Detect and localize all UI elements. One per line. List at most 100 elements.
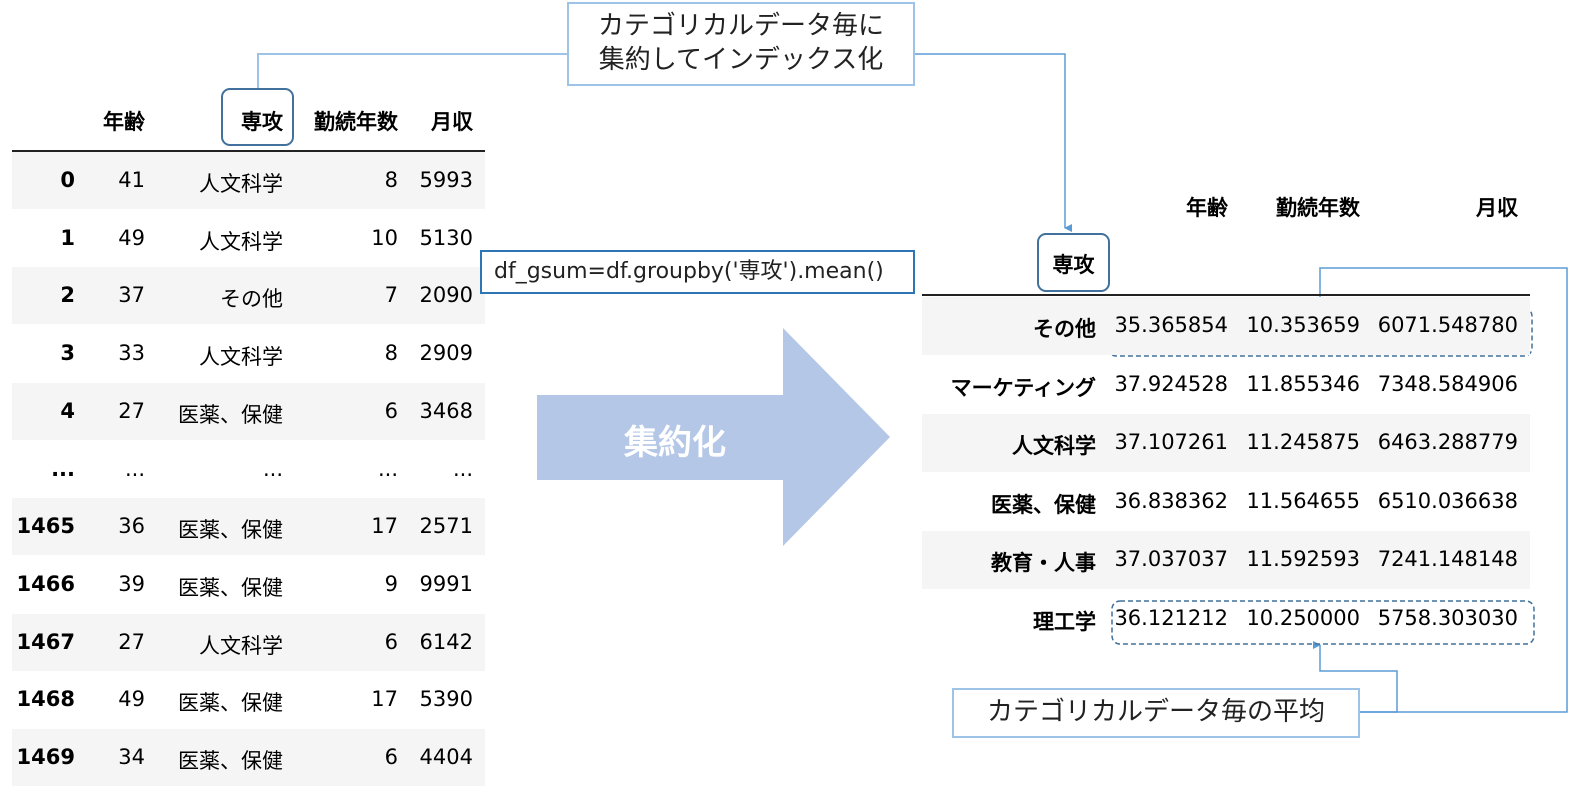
mean-note-callout: カテゴリカルデータ毎の平均 [952,688,1360,738]
mean-value: 37.924528 [1114,371,1228,396]
connector-line [257,53,567,88]
table-cell: その他 [220,287,283,312]
group-label: 教育・人事 [991,551,1096,576]
table-cell: 医薬、保健 [178,518,283,543]
mean-value: 11.592593 [1246,547,1360,572]
column-header: 年齢 [103,110,145,134]
table-cell: 5993 [419,168,473,192]
index-note-line: カテゴリカルデータ毎に [597,11,884,42]
table-cell: 7 [384,283,398,308]
code-callout: df_gsum=df.groupby('専攻').mean() [480,250,915,294]
mean-value: 5758.303030 [1377,606,1518,630]
column-header: 月収 [1476,196,1518,220]
table-cell: 9991 [419,571,473,596]
mean-value: 10.250000 [1246,606,1360,630]
table-cell: 2571 [419,514,473,539]
group-label: マーケティング [950,375,1096,400]
mean-value: 6071.548780 [1377,313,1518,337]
code-text: df_gsum=df.groupby('専攻').mean() [494,258,884,284]
table-cell: 2909 [419,341,473,366]
table-cell: ... [452,456,473,481]
mean-value: 36.838362 [1114,488,1228,513]
table-cell: 49 [118,687,145,712]
group-label: 人文科学 [1012,434,1096,459]
table-cell: 人文科学 [199,345,283,370]
row-index: 4 [60,398,75,423]
table-row-bg [12,382,485,440]
table-cell: 17 [371,687,398,712]
table-cell: 5130 [419,225,473,250]
row-index: ... [51,456,75,481]
mean-value: 7348.584906 [1377,371,1518,396]
table-row-bg [922,531,1530,590]
table-cell: 医薬、保健 [178,691,283,716]
column-header: 勤続年数 [1276,196,1360,220]
row-index: 3 [60,341,75,366]
mean-value: 10.353659 [1246,313,1360,337]
table-cell: 5390 [419,687,473,712]
table-row-bg [922,414,1530,473]
table-cell: 6 [384,745,398,769]
table-cell: 37 [118,283,145,308]
header-rule [12,150,485,152]
index-note-line: 集約してインデックス化 [598,45,884,75]
row-index: 2 [60,283,75,308]
table-cell: ... [262,456,283,481]
table-row-bg [12,152,485,209]
table-cell: 6 [384,398,398,423]
index-name: 専攻 [1052,253,1095,277]
table-cell: 49 [118,225,145,250]
major-header-box [221,88,294,146]
table-cell: 36 [118,514,145,539]
mean-value: 37.107261 [1114,430,1228,455]
index-name-box [1037,233,1110,292]
table-cell: 8 [384,168,398,192]
row-index: 0 [60,168,75,192]
table-cell: 33 [118,341,145,366]
table-cell: 39 [118,571,145,596]
mean-value: 35.365854 [1114,313,1228,337]
table-row-bg [12,729,485,786]
row-index: 1467 [16,629,75,654]
table-cell: 27 [118,629,145,654]
mean-value: 37.037037 [1114,547,1228,572]
aggregate-arrow [537,328,890,546]
mean-value: 11.564655 [1246,488,1360,513]
column-header: 勤続年数 [314,110,398,134]
table-cell: ... [377,456,398,481]
mean-value: 11.245875 [1246,430,1360,455]
group-label: その他 [1033,317,1096,341]
table-cell: 6142 [419,629,473,654]
mean-value: 6463.288779 [1377,430,1518,455]
table-cell: 6 [384,629,398,654]
row-index: 1469 [16,745,75,769]
table-cell: 人文科学 [199,172,283,196]
table-row-bg [12,613,485,671]
table-cell: 医薬、保健 [178,749,283,773]
mean-note-text: カテゴリカルデータ毎の平均 [986,697,1325,728]
table-cell: 27 [118,398,145,423]
highlight-box [1111,600,1535,645]
header-rule [922,294,1530,296]
table-cell: 4404 [419,745,473,769]
table-cell: 8 [384,341,398,366]
table-row-bg [922,297,1530,355]
index-note-callout: カテゴリカルデータ毎に 集約してインデックス化 [567,2,915,86]
row-index: 1468 [16,687,75,712]
table-row-bg [12,267,485,325]
row-index: 1 [60,225,75,250]
connector-line [1319,267,1568,713]
table-cell: 医薬、保健 [178,575,283,600]
row-index: 1466 [16,571,75,596]
table-cell: 9 [384,571,398,596]
table-cell: 医薬、保健 [178,402,283,427]
table-cell: 41 [118,168,145,192]
table-cell: 34 [118,745,145,769]
mean-value: 6510.036638 [1377,488,1518,513]
group-label: 理工学 [1033,610,1096,634]
column-header: 専攻 [241,110,283,134]
table-cell: 人文科学 [199,633,283,658]
column-header: 年齢 [1186,196,1228,220]
table-cell: 人文科学 [199,229,283,254]
mean-value: 36.121212 [1114,606,1228,630]
